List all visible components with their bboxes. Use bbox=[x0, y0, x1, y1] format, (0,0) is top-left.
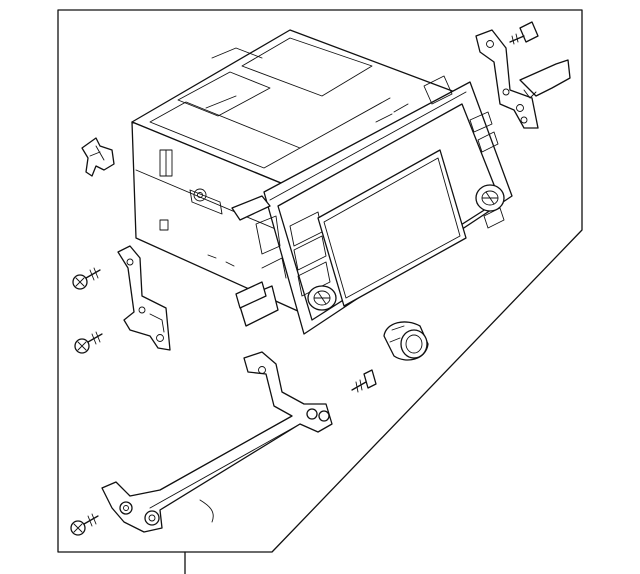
wire-clip bbox=[81, 137, 115, 177]
screw-upper-right bbox=[509, 21, 539, 45]
volume-knob bbox=[383, 321, 429, 361]
lower-support-bracket bbox=[101, 351, 333, 533]
right-side-bracket bbox=[475, 29, 571, 129]
display-screen bbox=[317, 149, 467, 307]
left-side-bracket bbox=[117, 245, 171, 351]
assembly-frame bbox=[57, 9, 583, 553]
audio-display-unit bbox=[131, 29, 456, 313]
screw-center bbox=[351, 369, 377, 393]
bezel-right-knob bbox=[475, 184, 505, 212]
screw-left-lower bbox=[74, 331, 103, 354]
tuning-knob bbox=[307, 285, 337, 311]
screw-left-upper bbox=[72, 267, 101, 290]
screw-bottom-left bbox=[70, 513, 99, 536]
